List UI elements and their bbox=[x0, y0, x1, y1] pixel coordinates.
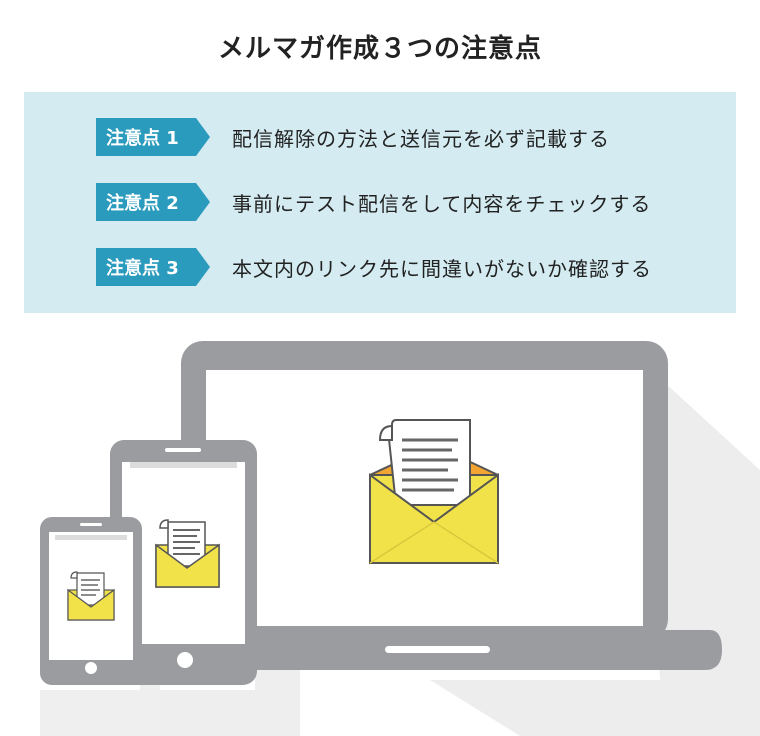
laptop bbox=[160, 341, 722, 670]
page-title: メルマガ作成３つの注意点 bbox=[217, 34, 542, 64]
phone-envelope-icon bbox=[67, 571, 115, 621]
point-badge-1: 注意点 1 bbox=[96, 118, 210, 156]
tablet-status-bar bbox=[130, 462, 237, 468]
point-row-2: 注意点 2 事前にテスト配信をして内容をチェックする bbox=[96, 182, 651, 222]
tablet-envelope-icon bbox=[155, 519, 220, 588]
letter-curl bbox=[378, 424, 393, 441]
phone-status-bar bbox=[55, 535, 127, 540]
point-text-3: 本文内のリンク先に間違いがないか確認する bbox=[232, 256, 652, 281]
letter-lines bbox=[402, 438, 458, 492]
letter-paper bbox=[386, 419, 471, 506]
point-badge-2: 注意点 2 bbox=[96, 183, 210, 221]
point-row-3: 注意点 3 本文内のリンク先に間違いがないか確認する bbox=[96, 247, 652, 287]
envelope-front bbox=[369, 473, 499, 564]
laptop-trackpad-notch bbox=[385, 646, 490, 653]
tablet bbox=[110, 440, 257, 685]
tablet-home-button bbox=[177, 652, 193, 668]
email-envelope-icon bbox=[369, 419, 499, 564]
smartphone bbox=[40, 517, 142, 685]
point-text-1: 配信解除の方法と送信元を必ず記載する bbox=[232, 126, 610, 151]
point-row-1: 注意点 1 配信解除の方法と送信元を必ず記載する bbox=[96, 117, 610, 157]
phone-home-button bbox=[85, 662, 97, 674]
phone-speaker bbox=[80, 523, 102, 526]
points-panel: 注意点 1 配信解除の方法と送信元を必ず記載する 注意点 2 事前にテスト配信を… bbox=[24, 92, 736, 313]
devices-illustration bbox=[40, 341, 760, 736]
point-badge-3: 注意点 3 bbox=[96, 248, 210, 286]
tablet-speaker bbox=[165, 448, 201, 452]
point-text-2: 事前にテスト配信をして内容をチェックする bbox=[232, 191, 652, 216]
